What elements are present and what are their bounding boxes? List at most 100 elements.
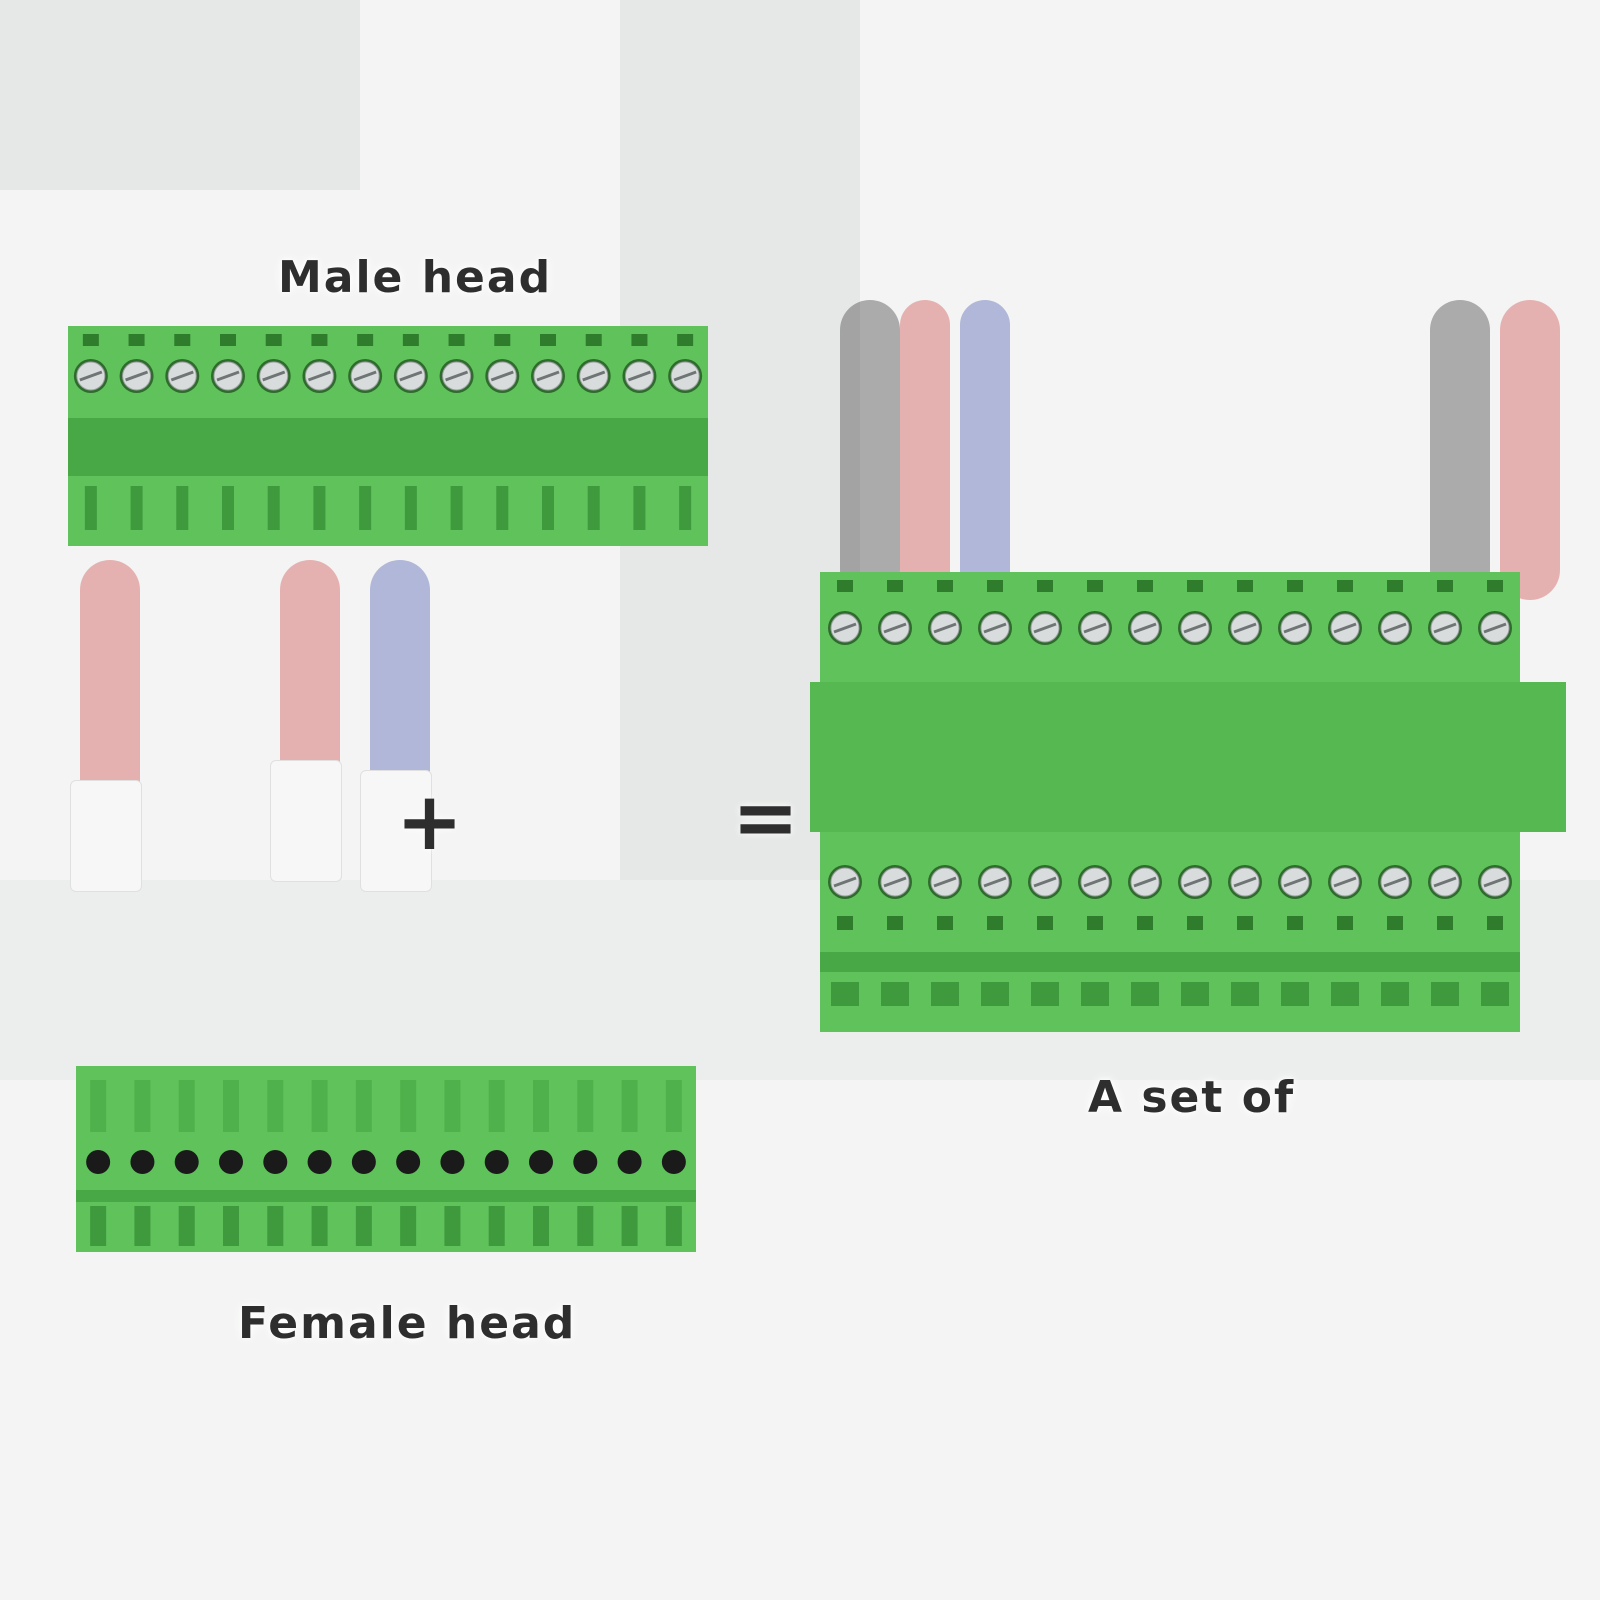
wire-entry-hole bbox=[540, 334, 556, 346]
pin-rib bbox=[450, 486, 463, 530]
screw-slot bbox=[1433, 622, 1457, 634]
top-rib bbox=[400, 1080, 417, 1132]
bottom-rib bbox=[533, 1206, 549, 1246]
bottom-rib bbox=[178, 1206, 195, 1246]
pin-rib bbox=[542, 486, 554, 530]
wire-entry-hole bbox=[937, 916, 953, 930]
wire-entry-hole bbox=[631, 334, 648, 346]
socket-hole bbox=[86, 1150, 111, 1174]
wire-entry-hole bbox=[1337, 916, 1353, 930]
wire-entry-hole bbox=[1237, 916, 1253, 930]
top-rib bbox=[665, 1080, 682, 1132]
male-head-connector bbox=[68, 326, 708, 546]
wire-entry-hole bbox=[1337, 580, 1353, 592]
bottom-rib bbox=[355, 1206, 372, 1246]
screw-slot bbox=[1283, 622, 1307, 634]
wire-entry-hole bbox=[1087, 916, 1103, 930]
bottom-rib bbox=[621, 1206, 638, 1246]
upper-body bbox=[820, 572, 1520, 682]
bottom-rib bbox=[90, 1206, 107, 1246]
screw-slot bbox=[1333, 622, 1357, 634]
socket-hole bbox=[351, 1150, 376, 1174]
wire-entry-hole bbox=[1437, 916, 1453, 930]
screw-slot bbox=[353, 370, 377, 382]
top-rib bbox=[90, 1080, 107, 1132]
screw-slot bbox=[1333, 876, 1357, 888]
wire-entry-hole bbox=[128, 334, 145, 346]
wire-entry-hole bbox=[1387, 916, 1403, 930]
connector-band bbox=[68, 418, 708, 476]
socket-hole bbox=[529, 1150, 553, 1174]
pin-slot bbox=[1381, 982, 1409, 1006]
screw-slot bbox=[1233, 876, 1257, 888]
pin-slot bbox=[1331, 982, 1359, 1006]
socket-hole bbox=[307, 1150, 332, 1174]
bottom-rib bbox=[311, 1206, 328, 1246]
wire-entry-hole bbox=[494, 334, 511, 346]
top-rib bbox=[178, 1080, 195, 1132]
pin-slot bbox=[881, 982, 909, 1006]
background-wire bbox=[1500, 300, 1560, 600]
pin-slot bbox=[1481, 982, 1509, 1006]
wire-entry-hole bbox=[265, 334, 282, 346]
top-rib bbox=[444, 1080, 461, 1132]
screw-slot bbox=[883, 622, 907, 634]
set-label: A set of bbox=[1088, 1072, 1296, 1123]
wire-entry-hole bbox=[1137, 916, 1153, 930]
screw-slot bbox=[883, 876, 907, 888]
pin-rib bbox=[633, 486, 646, 530]
plus-icon: + bbox=[396, 775, 464, 868]
socket-hole bbox=[484, 1150, 509, 1174]
top-rib bbox=[488, 1080, 505, 1132]
connector-body bbox=[76, 1066, 696, 1252]
screw-slot bbox=[445, 370, 469, 382]
screw-slot bbox=[1383, 876, 1407, 888]
pin-rib bbox=[404, 486, 417, 530]
pin-slot bbox=[1281, 982, 1309, 1006]
background-sleeve bbox=[70, 780, 142, 892]
top-rib bbox=[134, 1080, 151, 1132]
wire-entry-hole bbox=[677, 334, 694, 346]
screw-slot bbox=[933, 622, 957, 634]
wire-entry-hole bbox=[1137, 580, 1153, 592]
wire-entry-hole bbox=[1187, 916, 1203, 930]
wire-entry-hole bbox=[887, 916, 903, 930]
screw-slot bbox=[627, 370, 651, 382]
wire-entry-hole bbox=[1037, 916, 1053, 930]
pin-slot bbox=[981, 982, 1009, 1006]
background-wire bbox=[900, 300, 950, 600]
screw-slot bbox=[833, 876, 857, 888]
pin-slot bbox=[1081, 982, 1109, 1006]
pin-rib bbox=[84, 486, 97, 530]
wire-entry-hole bbox=[1237, 580, 1253, 592]
screw-slot bbox=[216, 370, 240, 382]
wire-entry-hole bbox=[448, 334, 465, 346]
wire-entry-hole bbox=[220, 334, 236, 346]
wire-entry-hole bbox=[937, 580, 953, 592]
wire-entry-hole bbox=[987, 916, 1003, 930]
top-rib bbox=[621, 1080, 638, 1132]
pin-slot bbox=[1131, 982, 1159, 1006]
wire-entry-hole bbox=[837, 580, 853, 592]
screw-slot bbox=[833, 622, 857, 634]
top-rib bbox=[311, 1080, 328, 1132]
pin-rib bbox=[222, 486, 234, 530]
lower-body bbox=[820, 832, 1520, 1032]
connector-band bbox=[76, 1190, 696, 1202]
wire-entry-hole bbox=[1087, 580, 1103, 592]
top-rib bbox=[533, 1080, 549, 1132]
wire-entry-hole bbox=[1187, 580, 1203, 592]
socket-hole bbox=[263, 1150, 288, 1174]
bottom-rib bbox=[134, 1206, 151, 1246]
background-panel bbox=[0, 0, 360, 190]
screw-slot bbox=[1133, 622, 1157, 634]
pin-rib bbox=[359, 486, 372, 530]
female-head-connector bbox=[76, 1066, 696, 1252]
screw-slot bbox=[1183, 622, 1207, 634]
bottom-rib bbox=[665, 1206, 682, 1246]
screw-slot bbox=[1283, 876, 1307, 888]
background-sleeve bbox=[270, 760, 342, 882]
screw-slot bbox=[307, 370, 331, 382]
top-rib bbox=[267, 1080, 284, 1132]
screw-slot bbox=[1083, 622, 1107, 634]
